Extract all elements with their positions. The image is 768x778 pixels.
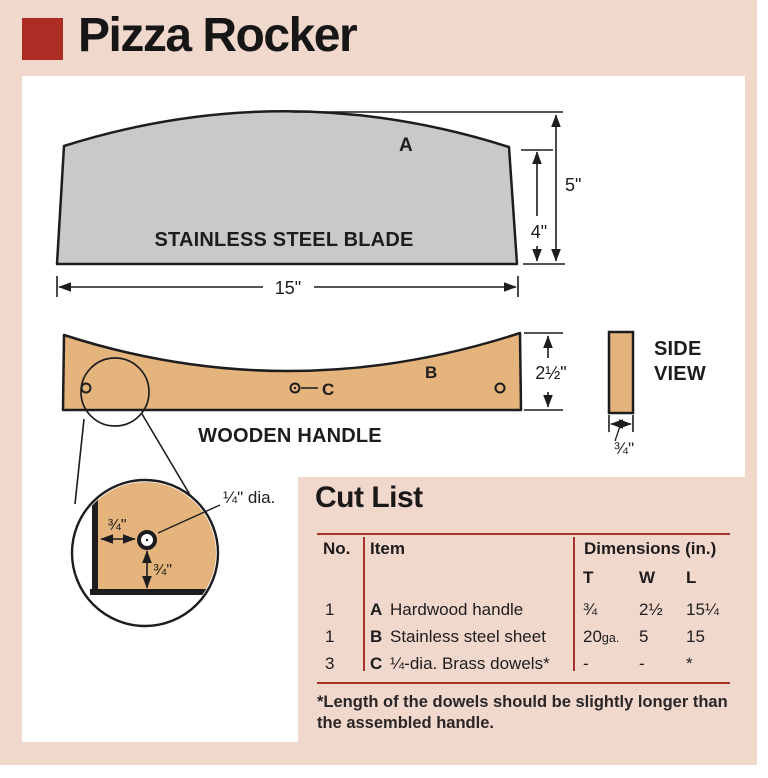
cutlist-panel: Cut List No. Item Dimensions (in.) T W L… bbox=[298, 477, 757, 765]
cutlist-row-name: ¼-dia. Brass dowels* bbox=[390, 654, 550, 673]
cutlist-row-w: 5 bbox=[639, 627, 649, 646]
cutlist-top-rule bbox=[317, 533, 730, 535]
cutlist-row-l: * bbox=[686, 654, 693, 673]
cutlist-column-separator bbox=[573, 537, 575, 671]
gauge-unit: ga. bbox=[601, 631, 620, 645]
cutlist-row-t: - bbox=[583, 654, 589, 673]
col-header-l: L bbox=[686, 568, 697, 587]
cutlist-row-name: Stainless steel sheet bbox=[390, 627, 546, 646]
cutlist-title: Cut List bbox=[315, 481, 423, 514]
cutlist-row-qty: 1 bbox=[325, 627, 335, 646]
cutlist-column-separator bbox=[363, 537, 365, 671]
cutlist-row-l: 15¼ bbox=[686, 600, 720, 619]
cutlist-row-w: 2½ bbox=[639, 600, 663, 619]
footnote-line2: the assembled handle. bbox=[317, 714, 494, 732]
cutlist-row-l: 15 bbox=[686, 627, 705, 646]
cutlist-row-name: Hardwood handle bbox=[390, 600, 524, 619]
cutlist-row-w: - bbox=[639, 654, 645, 673]
col-header-dimensions: Dimensions (in.) bbox=[584, 539, 717, 558]
title-accent-square bbox=[22, 18, 63, 60]
cutlist-row-letter: A bbox=[370, 600, 383, 619]
footnote-line1: *Length of the dowels should be slightly… bbox=[317, 693, 728, 711]
cutlist-row-letter: B bbox=[370, 627, 383, 646]
col-header-item: Item bbox=[370, 539, 405, 558]
col-header-no: No. bbox=[323, 539, 351, 558]
cutlist-row-t: ¾ bbox=[583, 600, 598, 619]
cutlist-row-t: 20ga. bbox=[583, 627, 619, 647]
cutlist-row-qty: 1 bbox=[325, 600, 335, 619]
page-title: Pizza Rocker bbox=[78, 9, 358, 62]
cutlist-footnote: *Length of the dowels should be slightly… bbox=[317, 692, 745, 734]
col-header-t: T bbox=[583, 568, 594, 587]
col-header-w: W bbox=[639, 568, 656, 587]
gauge-value: 20 bbox=[583, 627, 602, 646]
cutlist-row-letter: C bbox=[370, 654, 383, 673]
cutlist-bottom-rule bbox=[317, 682, 730, 684]
cutlist-row-qty: 3 bbox=[325, 654, 335, 673]
